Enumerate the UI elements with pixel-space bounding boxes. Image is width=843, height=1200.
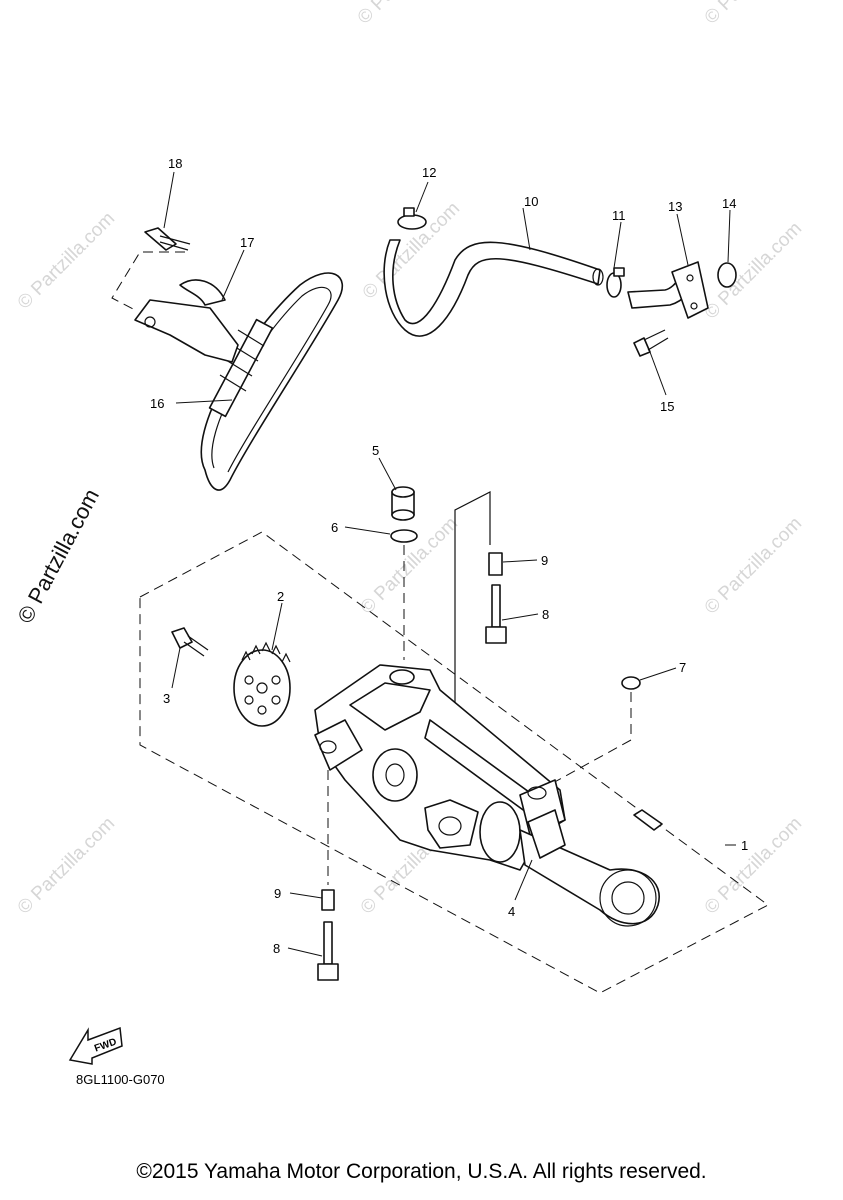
oil-pump-assembly (314, 664, 660, 927)
callout-1: 1 (741, 838, 748, 853)
bolt-bottom (317, 921, 339, 981)
callout-4: 4 (508, 904, 515, 919)
pump-sprocket (233, 641, 291, 727)
hose-clamp-end (606, 267, 625, 298)
leader-dashed (539, 692, 632, 791)
watermark: © Partzilla.com (701, 513, 806, 618)
callout-13: 13 (668, 199, 682, 214)
assembly-outline (139, 531, 769, 994)
callout-3: 3 (163, 691, 170, 706)
leader-lines (163, 171, 736, 957)
callout-2: 2 (277, 589, 284, 604)
o-ring (717, 262, 737, 288)
callout-6: 6 (331, 520, 338, 535)
bracket-line (454, 491, 491, 735)
o-ring-7 (621, 676, 641, 690)
callout-18: 18 (168, 156, 182, 171)
watermark-main: © Partzilla.com (12, 485, 104, 628)
oil-hose (383, 239, 604, 337)
pipe-bolt (633, 329, 669, 357)
callout-9-top: 9 (541, 553, 548, 568)
callout-15: 15 (660, 399, 674, 414)
callout-17: 17 (240, 235, 254, 250)
strainer-bolt (633, 809, 663, 831)
dowel-pin-top (488, 552, 503, 576)
callout-10: 10 (524, 194, 538, 209)
dowel-pin-bottom (321, 889, 335, 911)
callout-8-bottom: 8 (273, 941, 280, 956)
callout-12: 12 (422, 165, 436, 180)
watermark: © Partzilla.com (701, 0, 806, 29)
callout-7: 7 (679, 660, 686, 675)
watermark: © Partzilla.com (14, 813, 119, 918)
callout-9-bottom: 9 (274, 886, 281, 901)
leader-dashed (111, 251, 185, 311)
fwd-arrow-icon: FWD (68, 1026, 123, 1065)
watermark: © Partzilla.com (701, 218, 806, 323)
diagram-code: 8GL1100-G070 (76, 1072, 165, 1087)
hose-clamp-top (397, 207, 427, 230)
cam-chain (200, 272, 344, 491)
guide-bolt (144, 227, 191, 251)
callout-8-top: 8 (542, 607, 549, 622)
bolt-top (485, 584, 507, 644)
callout-5: 5 (372, 443, 379, 458)
watermark: © Partzilla.com (14, 208, 119, 313)
watermark: © Partzilla.com (354, 0, 459, 29)
chain-guide (134, 279, 239, 363)
callout-14: 14 (722, 196, 736, 211)
callout-11: 11 (612, 208, 626, 223)
watermark: © Partzilla.com (701, 813, 806, 918)
collar (391, 486, 415, 521)
sprocket-bolt (171, 627, 209, 657)
copyright-notice: ©2015 Yamaha Motor Corporation, U.S.A. A… (136, 1160, 707, 1183)
callout-16: 16 (150, 396, 164, 411)
callout-labels: 18 17 16 12 10 11 13 14 15 5 6 9 8 7 2 3… (150, 156, 748, 956)
oil-pipe (627, 261, 709, 319)
o-ring-6 (390, 529, 418, 543)
watermark: © Partzilla.com (357, 513, 462, 618)
